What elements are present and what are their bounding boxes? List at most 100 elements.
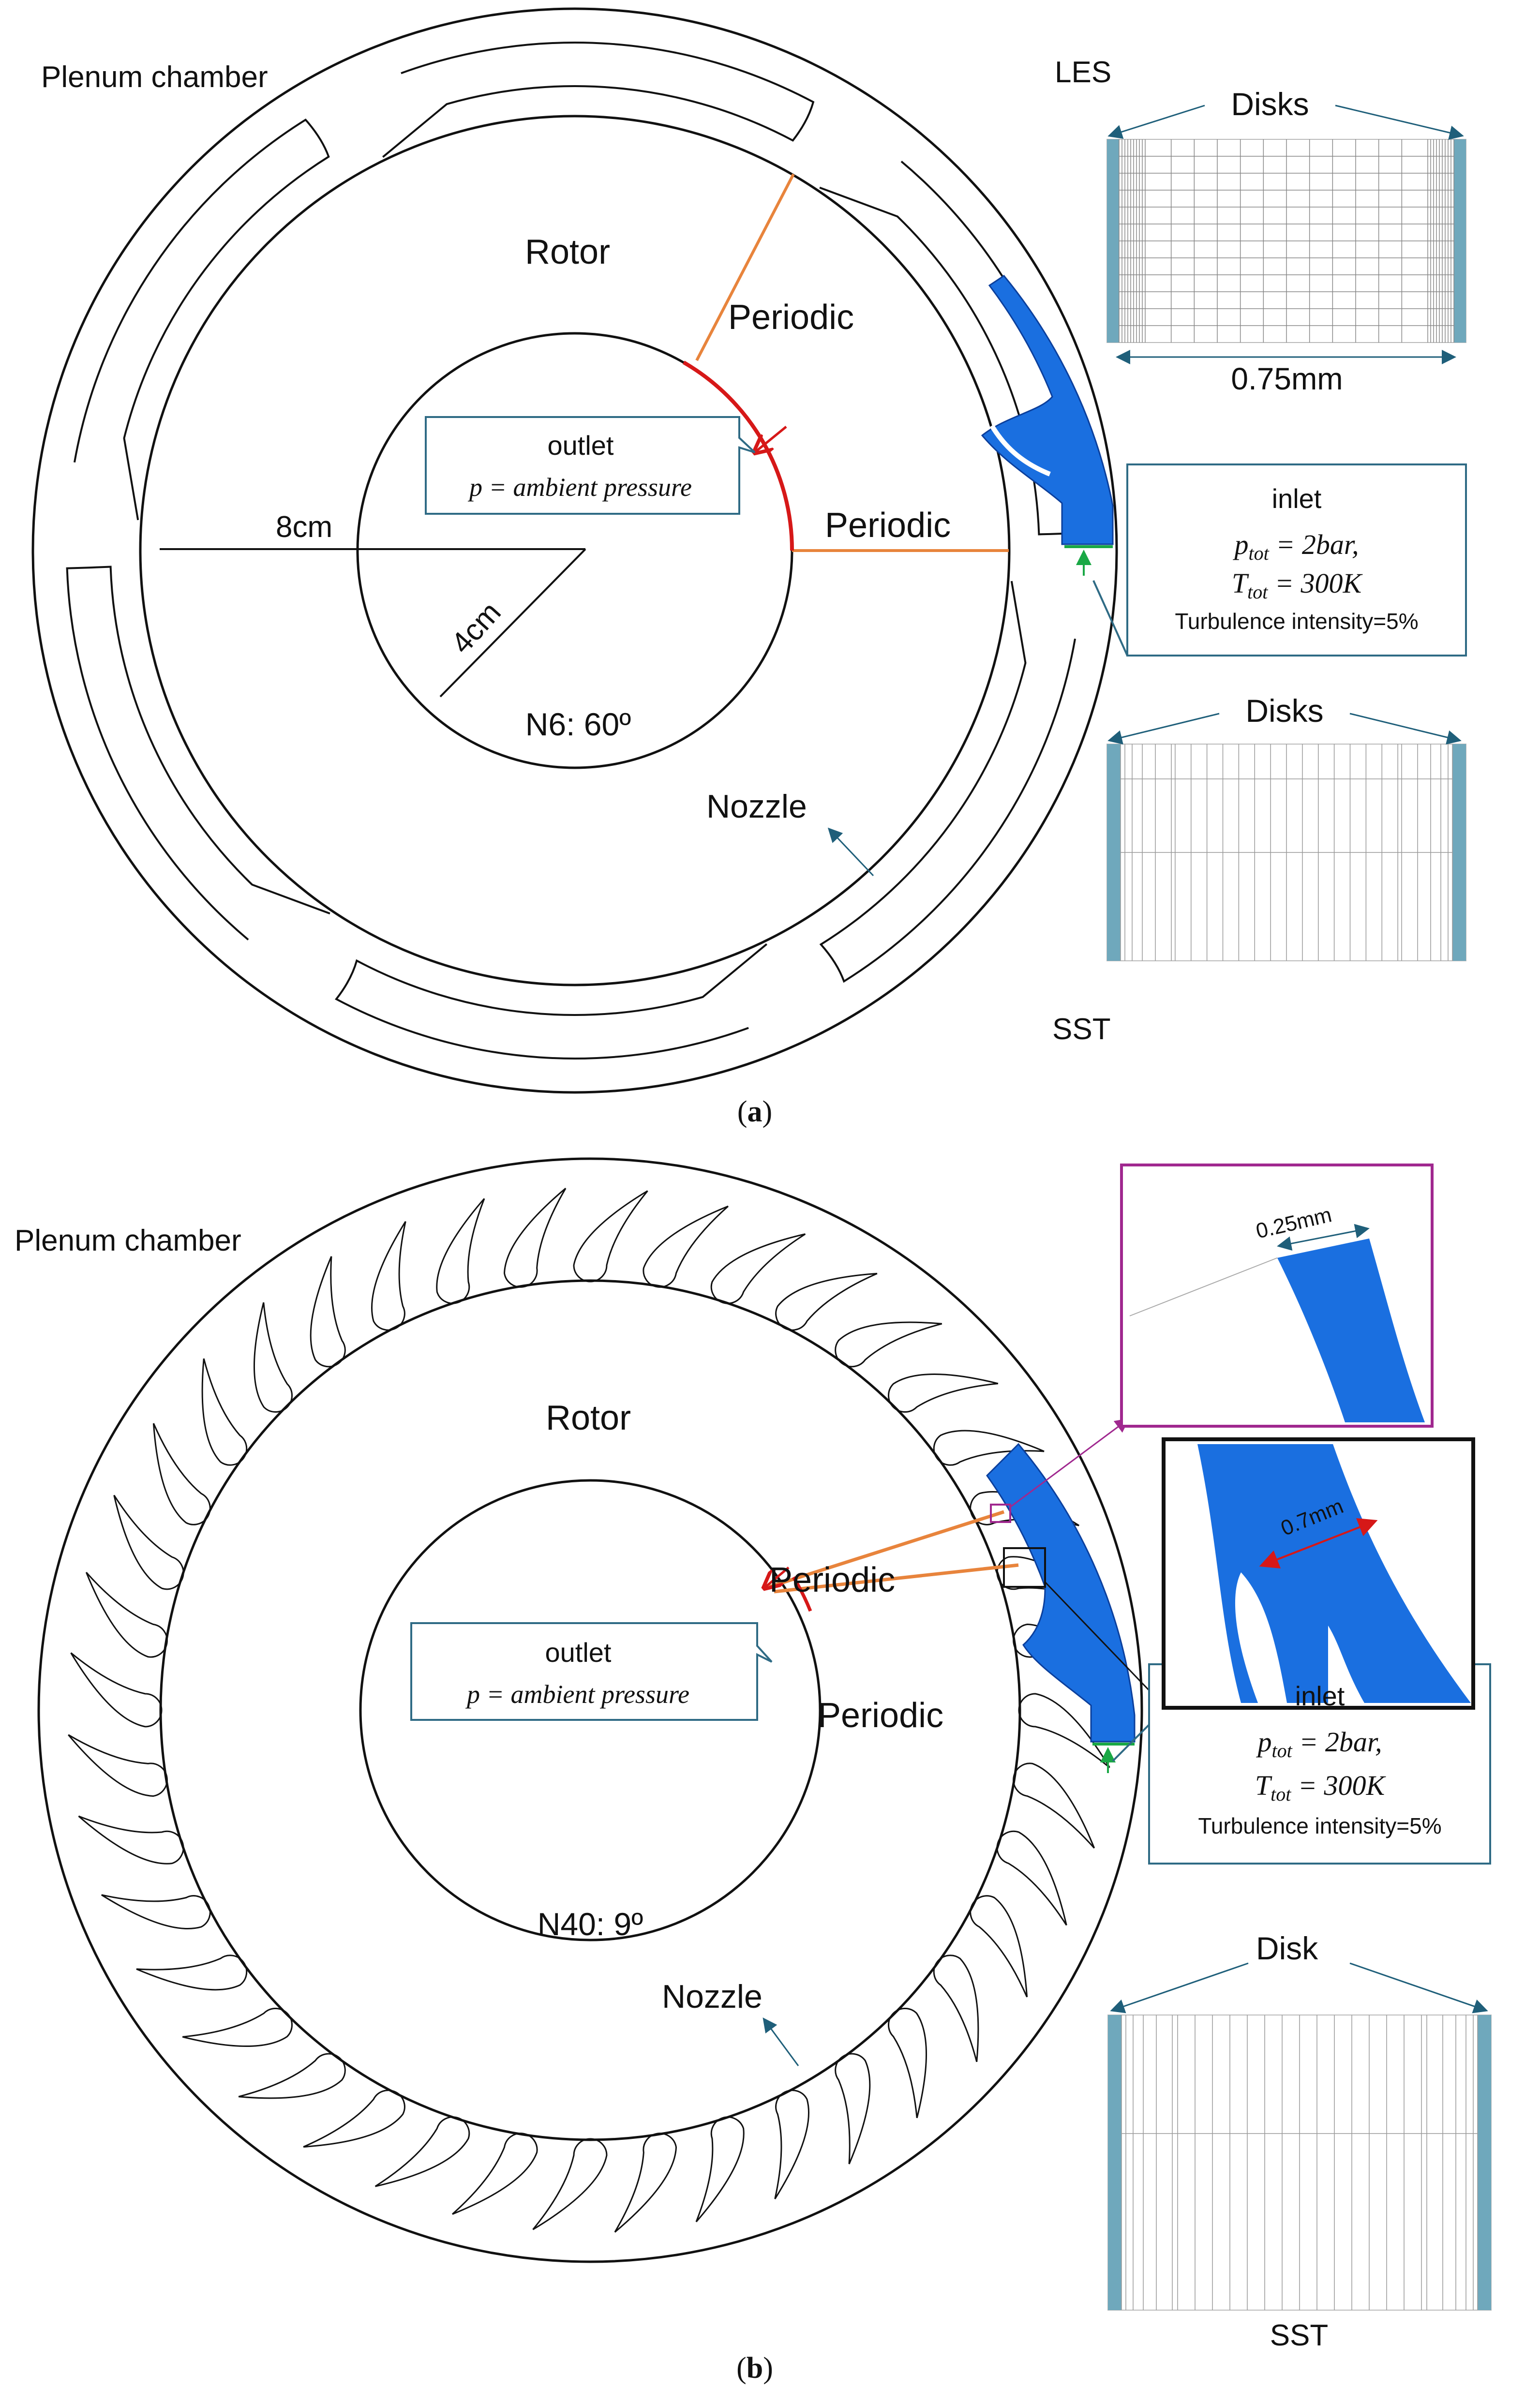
inlet-turbulence-a: Turbulence intensity=5% xyxy=(1175,609,1418,634)
les-mesh-a xyxy=(1106,139,1466,343)
les-disk-right xyxy=(1454,139,1466,343)
inlet-callout-leader-a xyxy=(1092,580,1128,656)
outlet-arc-b xyxy=(792,1576,812,1612)
zoom-top-dim-line xyxy=(1277,1224,1370,1251)
nozzle-vane-b xyxy=(113,1494,184,1590)
inlet-callout-leader-b xyxy=(1112,1724,1150,1762)
nozzle-vane-b xyxy=(303,2090,405,2148)
zoom-leader-black xyxy=(1044,1581,1164,1705)
nozzle-vane-b xyxy=(710,1233,806,1304)
nozzle-channel-a xyxy=(382,42,815,158)
nozzle-ring-b xyxy=(68,1188,1113,2233)
zoom-top-blade xyxy=(1277,1239,1425,1422)
nozzle-vane-b xyxy=(1018,1693,1110,1768)
nozzle-vane-b xyxy=(614,2132,677,2233)
inlet-ttot-a: Ttot = 300K xyxy=(1232,567,1363,603)
rotor-outer-wall-a xyxy=(139,115,1011,986)
zoom-marker-black xyxy=(1003,1547,1046,1588)
fluid-domain-a xyxy=(981,274,1114,545)
nozzle-vane-b xyxy=(201,1358,248,1466)
nozzle-vane-b xyxy=(1012,1762,1095,1849)
outlet-pointer-a xyxy=(755,426,787,452)
nozzle-vane-b xyxy=(774,2090,810,2200)
dim-radius-joint-a xyxy=(439,548,586,698)
nozzle-vane-b xyxy=(310,1256,346,1368)
sst-a-arrow-left xyxy=(1107,713,1220,745)
nozzle-vane-b xyxy=(374,2116,470,2187)
nozzle-vane-b xyxy=(643,1205,729,1288)
nozzle-vane-b xyxy=(887,1373,999,1413)
periodic-lower-label-b: Periodic xyxy=(818,1696,943,1735)
nozzle-vane-b xyxy=(436,1198,485,1304)
inlet-title-a: inlet xyxy=(1272,483,1322,514)
periodic-upper-label-b: Periodic xyxy=(769,1561,895,1599)
dim-inner-label-a: 4cm xyxy=(445,596,508,660)
periodic-lower-label-a: Periodic xyxy=(825,506,951,545)
outlet-circle-b xyxy=(359,1479,822,1941)
caption-a: (a) xyxy=(737,1095,772,1128)
nozzle-channel-a xyxy=(819,581,1077,983)
nozzle-vane-b xyxy=(775,1272,878,1331)
outlet-title-a: outlet xyxy=(548,430,614,461)
nozzle-vane-b xyxy=(253,1302,293,1413)
inlet-turbulence-b: Turbulence intensity=5% xyxy=(1198,1813,1441,1838)
nozzle-vane-b xyxy=(85,1571,168,1658)
nozzle-vane-b xyxy=(371,1221,406,1331)
sector-label-a: N6: 60º xyxy=(525,706,631,742)
nozzle-vane-b xyxy=(532,2138,608,2230)
nozzle-leader-b xyxy=(763,2017,799,2066)
nozzle-vane-b xyxy=(68,1734,168,1797)
nozzle-vane-b xyxy=(996,1830,1067,1926)
nozzle-vane-b xyxy=(695,2116,745,2223)
nozzle-vane-b xyxy=(182,2007,293,2047)
periodic-line-lower-b xyxy=(774,1563,1019,1594)
nozzle-vane-b xyxy=(835,1321,942,1368)
nozzle-vane-b xyxy=(152,1423,211,1525)
sst-mesh-a xyxy=(1106,744,1466,961)
les-gap-label: 0.75mm xyxy=(1231,361,1343,396)
nozzle-vane-b xyxy=(835,2053,871,2164)
nozzle-vane-b xyxy=(933,1955,979,2062)
nozzle-vane-b xyxy=(887,2007,927,2119)
les-disks-label: Disks xyxy=(1231,86,1309,122)
sst-a-disk-left xyxy=(1107,744,1121,961)
nozzle-label-b: Nozzle xyxy=(662,1978,763,2015)
inlet-title-b: inlet xyxy=(1295,1681,1345,1711)
sst-mesh-b xyxy=(1107,2015,1492,2311)
zoom-box-bottom xyxy=(1162,1437,1475,1710)
nozzle-leader-a xyxy=(827,827,874,877)
sst-b-arrow-right xyxy=(1349,1962,1488,2014)
sst-a-disks-label: Disks xyxy=(1245,693,1323,729)
outlet-circle-a xyxy=(356,332,793,769)
outlet-callout-box-b xyxy=(410,1622,773,1721)
nozzle-tongue-a xyxy=(989,424,1051,477)
sst-b-disks-label: Disk xyxy=(1256,1930,1318,1966)
les-label: LES xyxy=(1055,56,1111,89)
dim-outer-label-a: 8cm xyxy=(276,510,332,544)
rotor-outer-wall-b xyxy=(159,1279,1021,2141)
rotor-label-a: Rotor xyxy=(525,233,610,271)
nozzle-vane-b xyxy=(503,1188,567,1288)
outlet-title-b: outlet xyxy=(545,1637,612,1668)
nozzle-vane-b xyxy=(451,2132,538,2215)
rotor-label-b: Rotor xyxy=(546,1399,631,1437)
nozzle-label-a: Nozzle xyxy=(706,788,807,825)
periodic-upper-label-a: Periodic xyxy=(728,298,854,337)
sst-b-label: SST xyxy=(1270,2319,1329,2352)
les-disks-arrow-right xyxy=(1335,104,1464,140)
inlet-ttot-b: Ttot = 300K xyxy=(1255,1770,1387,1805)
panel-b: Plenum chamber Rotor Periodic Periodic o… xyxy=(15,1157,1492,2385)
zoom-marker-magenta xyxy=(990,1504,1011,1523)
inlet-callout-a xyxy=(1126,463,1467,657)
nozzle-channel-a xyxy=(66,566,330,940)
sst-b-disk-right xyxy=(1478,2015,1491,2310)
zoom-bottom-dim-line xyxy=(1259,1518,1378,1568)
sst-b-disk-left xyxy=(1108,2015,1121,2310)
outlet-callout-a xyxy=(425,416,756,515)
nozzle-vane-b xyxy=(136,1955,248,1991)
les-disks-arrow-left xyxy=(1107,104,1205,139)
sector-label-b: N40: 9º xyxy=(538,1906,643,1942)
plenum-label-a: Plenum chamber xyxy=(41,60,268,94)
nozzle-vane-b xyxy=(70,1652,163,1728)
